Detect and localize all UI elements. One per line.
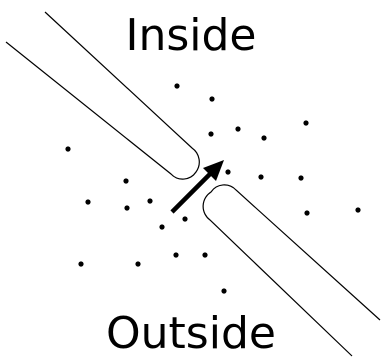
outside-label: Outside bbox=[106, 308, 276, 359]
particle-dot bbox=[355, 207, 361, 213]
flow-arrow bbox=[170, 160, 224, 214]
membrane-lower-lobe bbox=[202, 184, 381, 357]
particle-dot bbox=[209, 96, 215, 102]
particle-dot bbox=[258, 174, 264, 180]
arrow-head bbox=[203, 160, 224, 181]
particle-dot bbox=[298, 175, 304, 181]
particle-dot bbox=[124, 205, 130, 211]
particle-dot bbox=[202, 252, 208, 258]
particle-dot bbox=[261, 135, 267, 141]
particle-dot bbox=[85, 199, 91, 205]
particle-dot bbox=[135, 261, 141, 267]
inside-label: Inside bbox=[125, 10, 257, 61]
particle-dots bbox=[65, 83, 361, 294]
particle-dot bbox=[159, 224, 165, 230]
particle-dot bbox=[303, 120, 309, 126]
particle-dot bbox=[182, 216, 188, 222]
particle-dot bbox=[174, 83, 180, 89]
particle-dot bbox=[147, 198, 153, 204]
particle-dot bbox=[225, 169, 231, 175]
particle-dot bbox=[304, 210, 310, 216]
arrow-shaft bbox=[170, 170, 214, 214]
particle-dot bbox=[235, 126, 241, 132]
particle-dot bbox=[65, 146, 71, 152]
particle-dot bbox=[208, 131, 214, 137]
particle-dot bbox=[173, 252, 179, 258]
particle-dot bbox=[221, 288, 227, 294]
particle-dot bbox=[78, 261, 84, 267]
particle-dot bbox=[123, 178, 129, 184]
membrane-upper-lobe bbox=[5, 11, 200, 180]
